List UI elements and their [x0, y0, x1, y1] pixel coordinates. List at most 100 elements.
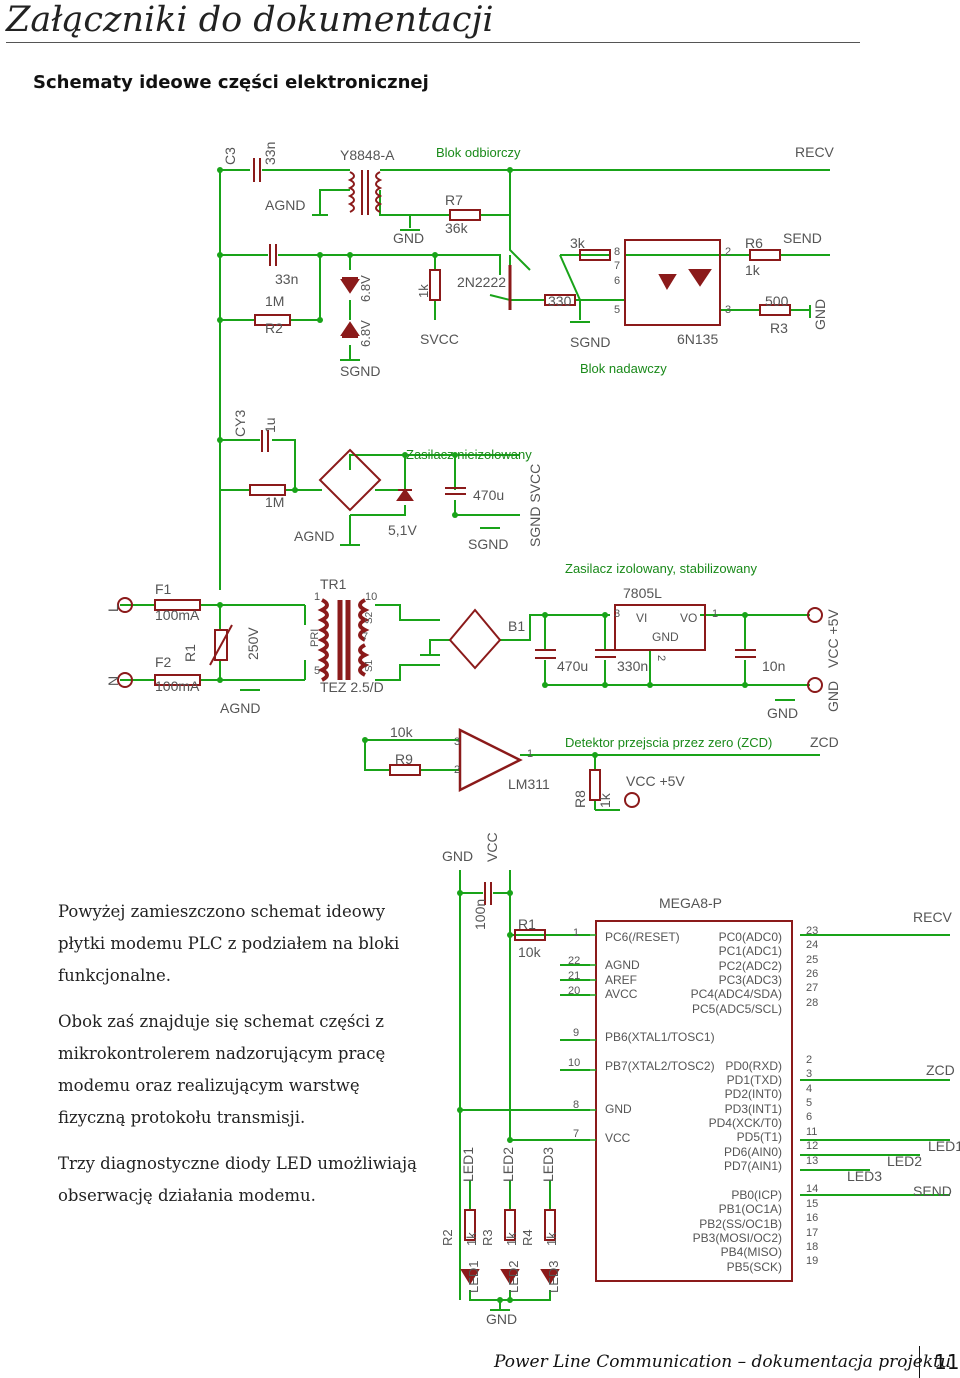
schematic-label: 500: [765, 293, 789, 309]
mcu-label: 12: [806, 1140, 818, 1152]
schematic-label: 470u: [473, 487, 504, 503]
schematic-label: 10n: [762, 658, 785, 674]
mcu-label: 1: [573, 927, 579, 939]
schematic-label: 1: [314, 591, 320, 603]
schematic-label: 3: [454, 736, 460, 748]
mcu-label: 7: [573, 1128, 579, 1140]
junction-dot: [217, 602, 223, 608]
mcu-label: PC5(ADC5/SCL): [692, 1002, 782, 1016]
mcu-label: LED1: [460, 1147, 476, 1182]
schematic-label: L: [105, 604, 121, 612]
schematic-label: SEND: [783, 230, 822, 246]
schematic-label: 3k: [570, 235, 586, 251]
schematic-label: R7: [445, 192, 463, 208]
mcu-label: MEGA8-P: [659, 895, 722, 911]
schematic-label: R3: [770, 320, 788, 336]
junction-dot: [292, 487, 298, 493]
schematic-label: B1: [508, 618, 525, 634]
junction-dot: [497, 1297, 503, 1303]
schematic-label: R2: [265, 320, 283, 336]
junction-dot: [742, 612, 748, 618]
mcu-label: 14: [806, 1183, 818, 1195]
junction-dot: [217, 167, 223, 173]
schematic-label: GND: [393, 230, 424, 246]
mcu-label: 28: [806, 997, 818, 1009]
schematic-label: 3: [725, 304, 731, 316]
schematic-label: RECV: [795, 144, 835, 160]
mcu-label: 18: [806, 1241, 818, 1253]
mcu-label: PB5(SCK): [727, 1260, 782, 1274]
mcu-label: ZCD: [926, 1062, 955, 1078]
schematic-label: SVCC: [420, 331, 459, 347]
mcu-label: R3: [480, 1229, 495, 1246]
mcu-label: 3: [806, 1068, 812, 1080]
mcu-label: 5: [806, 1097, 812, 1109]
mcu-label: PB3(MOSI/OC2): [693, 1231, 782, 1245]
junction-dot: [542, 682, 548, 688]
schematic-label: Blok odbiorczy: [436, 145, 521, 160]
schematic-label: VI: [636, 611, 647, 625]
schematic-label: 2: [725, 246, 731, 258]
junction-dot: [592, 752, 598, 758]
schematic-label: N: [105, 676, 121, 686]
junction-dot: [457, 890, 463, 896]
mcu-label: LED2: [500, 1147, 516, 1182]
schematic-wires: [120, 169, 830, 811]
junction-dot: [217, 317, 223, 323]
junction-dot: [217, 437, 223, 443]
junction-dot: [402, 452, 408, 458]
schematic-label: C3: [222, 147, 238, 165]
mcu-label: 23: [806, 925, 818, 937]
footer-title: Power Line Communication – dokumentacja …: [494, 1352, 951, 1372]
junction-dot: [317, 317, 323, 323]
schematic-label: 470u: [557, 658, 588, 674]
mcu-label: PC3(ADC3): [719, 973, 782, 987]
schematic-label: CY3: [232, 410, 248, 437]
mcu-label: 22: [568, 955, 580, 967]
mcu-label: 15: [806, 1198, 818, 1210]
schematic-label: TEZ 2.5/D: [320, 679, 384, 695]
schematic-label: F2: [155, 654, 172, 670]
mcu-label: 1k: [504, 1232, 519, 1246]
mcu-label: R1: [518, 916, 536, 932]
schematic-label: VCC +5V: [626, 773, 685, 789]
schematic-label: 6: [614, 275, 620, 287]
mcu-label: PD5(T1): [737, 1130, 782, 1144]
mcu-label: PD2(INT0): [725, 1087, 782, 1101]
section-subtitle: Schematy ideowe części elektronicznej: [33, 72, 429, 93]
mcu-label: VCC: [484, 832, 500, 862]
schematic-label: 8: [614, 246, 620, 258]
schematic-label: 6.8V: [358, 320, 373, 347]
mcu-label: 1k: [544, 1232, 559, 1246]
schematic-label: 2N2222: [457, 274, 506, 290]
mcu-label: LED3: [546, 1260, 561, 1293]
mcu-label: GND: [605, 1102, 632, 1116]
schematic-label: 7: [614, 260, 620, 272]
mcu-label: 20: [568, 985, 580, 997]
schematic-label: 10k: [390, 724, 414, 740]
mcu-label: PD7(AIN1): [724, 1159, 782, 1173]
mcu-label: 13: [806, 1155, 818, 1167]
mcu-label: 16: [806, 1212, 818, 1224]
schematic-label: R9: [395, 751, 413, 767]
junction-dot: [602, 682, 608, 688]
schematic-label: PRI: [309, 629, 321, 647]
junction-dot: [602, 612, 608, 618]
schematic-label: GND: [767, 705, 798, 721]
mcu-label: 26: [806, 968, 818, 980]
mcu-label: AREF: [605, 973, 637, 987]
mcu-label: 10k: [518, 944, 542, 960]
title-divider: [6, 42, 860, 43]
schematic-label: R8: [572, 790, 588, 808]
schematic-label: S2: [364, 611, 375, 624]
mcu-label: PD6(AIN0): [724, 1145, 782, 1159]
schematic-label: Blok nadawczy: [580, 361, 667, 376]
junction-dot: [217, 252, 223, 258]
mcu-label: PB1(OC1A): [719, 1202, 782, 1216]
mcu-label: 100n: [472, 899, 488, 930]
mcu-label: 19: [806, 1255, 818, 1267]
mcu-label: LED1: [928, 1138, 960, 1154]
